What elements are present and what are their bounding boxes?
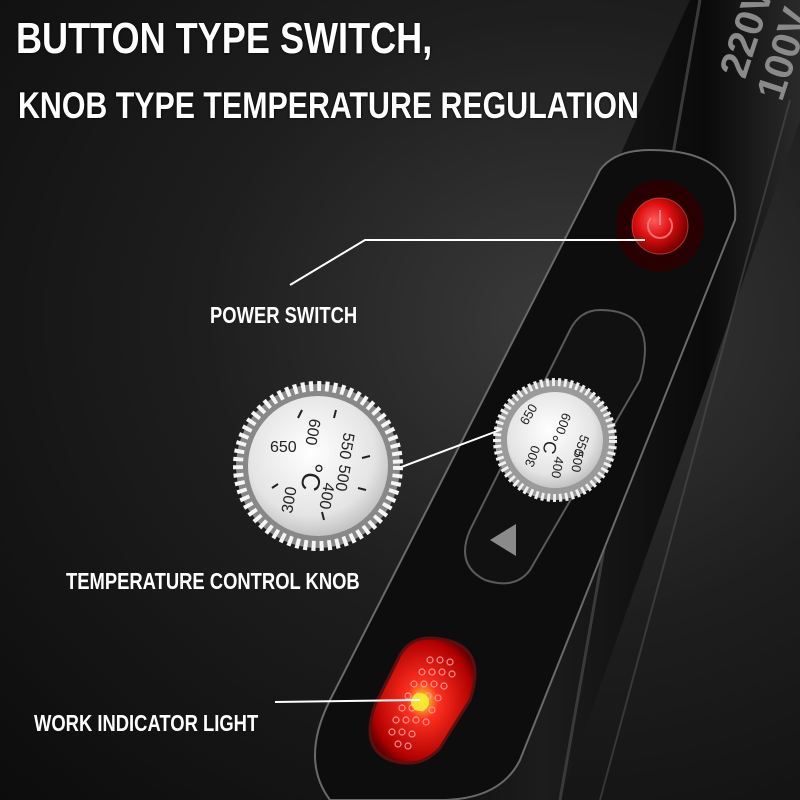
- power-button-icon: [647, 210, 673, 239]
- work-indicator-light: [368, 636, 477, 765]
- magnified-tick-marks: [271, 409, 371, 521]
- knob-mark-300: 300: [522, 444, 544, 470]
- magnified-mark-550: 550: [335, 431, 356, 460]
- knurled-knob-icon: [493, 378, 617, 502]
- temperature-knob[interactable]: 650 600 550 500 400 300 °C: [493, 378, 617, 502]
- knob-mark-400: 400: [548, 455, 567, 479]
- knob-mark-500: 500: [568, 449, 587, 473]
- magnified-mark-650: 650: [270, 439, 297, 456]
- temperature-knob-label: TEMPERATURE CONTROL KNOB: [66, 568, 360, 594]
- knob-mark-600: 600: [553, 411, 575, 437]
- headline-line-2: KNOB TYPE TEMPERATURE REGULATION: [18, 85, 639, 126]
- magnified-mark-400: 400: [315, 481, 336, 510]
- power-button[interactable]: [616, 180, 704, 272]
- work-indicator-label: WORK INDICATOR LIGHT: [34, 710, 259, 736]
- magnified-mark-500: 500: [331, 463, 352, 492]
- magnified-knob: 650 600 550 500 400 300 °C: [233, 381, 403, 551]
- magnified-mark-600: 600: [301, 417, 322, 446]
- headline-line-1: BUTTON TYPE SWITCH,: [16, 14, 433, 63]
- knob-unit-label: °C: [539, 432, 562, 455]
- magnified-unit-label: °C: [295, 460, 330, 494]
- led-grid-icon: [388, 656, 456, 750]
- knob-mark-550: 550: [571, 433, 593, 459]
- triangle-left-icon: [490, 524, 516, 556]
- power-switch-label: POWER SWITCH: [210, 302, 358, 328]
- magnified-mark-300: 300: [279, 485, 300, 514]
